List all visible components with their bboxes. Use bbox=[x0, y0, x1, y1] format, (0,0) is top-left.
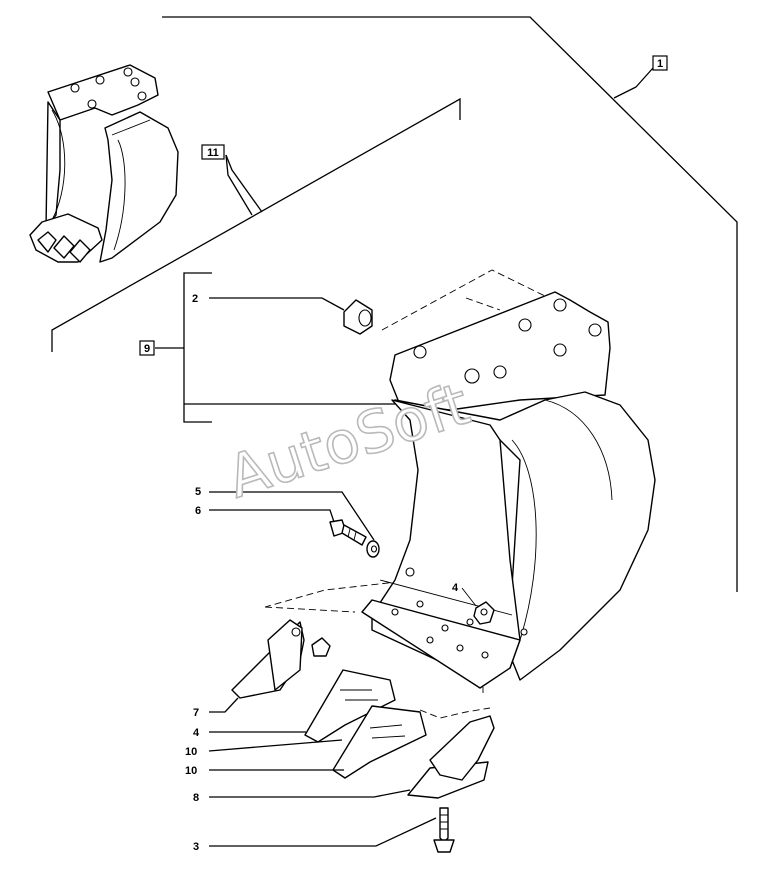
assembly-bracket-11 bbox=[51, 97, 461, 352]
tooth-part-10-lower bbox=[332, 705, 427, 779]
callout-label-6: 6 bbox=[195, 505, 201, 517]
callout-box-11[interactable]: 11 bbox=[201, 144, 225, 160]
bolt-part-3 bbox=[433, 807, 455, 853]
assembly-bracket-1 bbox=[162, 16, 738, 592]
callout-label-4-bucket: 4 bbox=[452, 582, 459, 594]
callout-label-5: 5 bbox=[195, 486, 201, 498]
callout-label-8: 8 bbox=[193, 792, 199, 804]
adapter-part-8 bbox=[407, 715, 495, 799]
nut-part-4-bucket bbox=[473, 601, 495, 625]
callout-box-9[interactable]: 9 bbox=[139, 340, 155, 356]
bushing-part-2 bbox=[343, 299, 373, 335]
callout-label-11: 11 bbox=[207, 147, 219, 159]
callout-box-1[interactable]: 1 bbox=[652, 55, 668, 71]
inset-bucket-illustration bbox=[29, 64, 179, 263]
side-cutter-part-7 bbox=[231, 619, 331, 699]
callout-label-3: 3 bbox=[193, 841, 199, 853]
callout-label-7: 7 bbox=[193, 707, 199, 719]
leader-lines bbox=[208, 297, 477, 847]
callout-label-10-upper: 10 bbox=[185, 746, 197, 758]
bolt-part-6 bbox=[329, 519, 367, 546]
callout-label-1: 1 bbox=[657, 58, 663, 70]
callout-label-9: 9 bbox=[144, 343, 150, 355]
callout-label-4-tooth: 4 bbox=[193, 727, 200, 739]
callout-label-10-lower: 10 bbox=[185, 765, 197, 777]
callout-label-2: 2 bbox=[192, 293, 198, 305]
main-bucket bbox=[361, 291, 656, 689]
washer-part-5 bbox=[366, 540, 380, 558]
